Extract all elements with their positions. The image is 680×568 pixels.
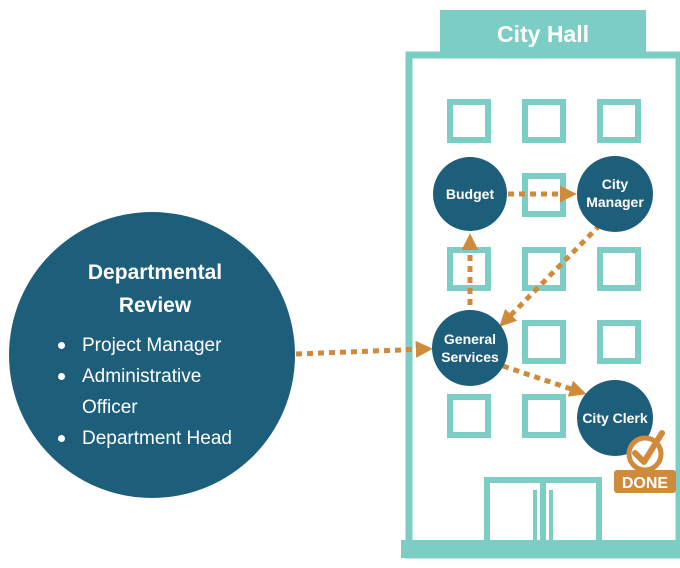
node-general-services: General Services xyxy=(432,310,508,386)
city-clerk-label: City Clerk xyxy=(582,410,648,426)
departmental-review-circle xyxy=(9,212,295,498)
checkmark-stroke xyxy=(632,430,665,465)
city-clerk-circle xyxy=(577,380,653,456)
general-services-circle xyxy=(432,310,508,386)
flow-arrows xyxy=(295,185,602,397)
general-services-label-line1: General xyxy=(444,331,496,347)
done-badge: DONE xyxy=(614,430,676,493)
departmental-review-title-line2: Review xyxy=(118,294,192,317)
window xyxy=(522,99,566,143)
done-label: DONE xyxy=(622,475,669,492)
node-city-clerk: City Clerk xyxy=(577,380,653,456)
city-manager-label-line2: Manager xyxy=(586,194,644,210)
list-item-project-manager: Project Manager xyxy=(56,330,278,361)
window xyxy=(597,99,641,143)
budget-circle xyxy=(433,157,507,231)
list-item-administrative-officer: Administrative Officer xyxy=(56,361,232,423)
building-base xyxy=(401,540,680,558)
window xyxy=(447,394,491,438)
arrow-general-services-to-city-clerk xyxy=(502,363,587,397)
window xyxy=(522,394,566,438)
building-sign xyxy=(440,10,646,56)
building-title: City Hall xyxy=(497,21,589,47)
window xyxy=(522,320,566,364)
list-item-department-head: Department Head xyxy=(56,423,278,454)
node-city-manager: City Manager xyxy=(577,156,653,232)
window xyxy=(522,247,566,291)
budget-label: Budget xyxy=(446,186,495,202)
building-door xyxy=(484,477,602,546)
window xyxy=(447,99,491,143)
done-label-box xyxy=(614,470,676,493)
city-manager-label-line1: City xyxy=(602,176,629,192)
city-manager-circle xyxy=(577,156,653,232)
departmental-review-title: Departmental Review xyxy=(32,256,278,322)
node-budget: Budget xyxy=(433,157,507,231)
general-services-label-line2: Services xyxy=(441,349,499,365)
window xyxy=(597,247,641,291)
departmental-review-title-line1: Departmental xyxy=(87,261,223,284)
departmental-review-content: Departmental Review Project Manager Admi… xyxy=(20,256,278,454)
arrow-city-manager-to-general-services xyxy=(499,223,602,327)
departmental-review-list: Project Manager Administrative Officer D… xyxy=(20,330,278,454)
window xyxy=(597,320,641,364)
